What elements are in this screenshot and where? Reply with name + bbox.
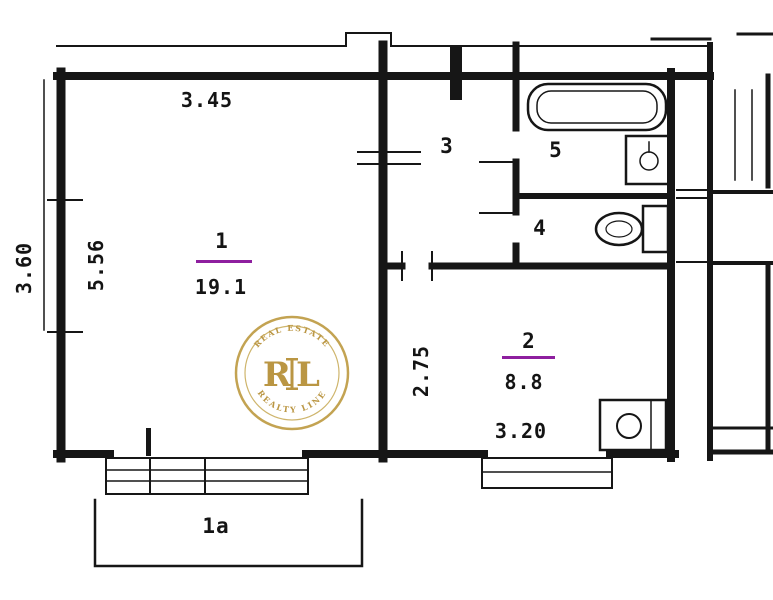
dimension-room2-width: 3.20 [494, 419, 548, 443]
balcony-outline [93, 498, 364, 568]
watermark-inner-ring [244, 325, 340, 421]
watermark-divider-bar [286, 358, 298, 390]
room5-number: 5 [549, 138, 563, 162]
bathtub [526, 82, 668, 132]
outer-walls [43, 32, 714, 463]
room1-number-underline [196, 260, 252, 263]
dimension-room2-depth: 2.75 [409, 344, 433, 398]
room2-area: 8.8 [504, 370, 544, 394]
room3-number: 3 [440, 134, 454, 158]
watermark-stamp: REAL ESTATE REALTY LINE R L [234, 315, 350, 431]
room2-number-underline [502, 356, 555, 359]
fixtures [526, 82, 674, 452]
balcony-door-jamb [146, 428, 151, 456]
kitchen-sink [598, 398, 668, 452]
dimension-outer-left: 3.60 [12, 241, 36, 295]
room1-number: 1 [215, 229, 229, 253]
dimension-room1-depth: 5.56 [84, 238, 108, 292]
room1-area: 19.1 [194, 275, 248, 299]
interior-walls [357, 40, 675, 463]
windows [105, 428, 613, 495]
room4-number: 4 [533, 216, 547, 240]
entry-wall-stub [450, 45, 462, 100]
dimension-room1-width: 3.45 [180, 88, 234, 112]
watermark-letter-l: L [296, 355, 320, 395]
toilet [594, 204, 670, 254]
service-shaft-and-neighbor-walls [676, 32, 773, 461]
room2-number: 2 [522, 329, 536, 353]
balcony-label: 1а [202, 514, 230, 538]
bathroom-sink [624, 134, 674, 186]
